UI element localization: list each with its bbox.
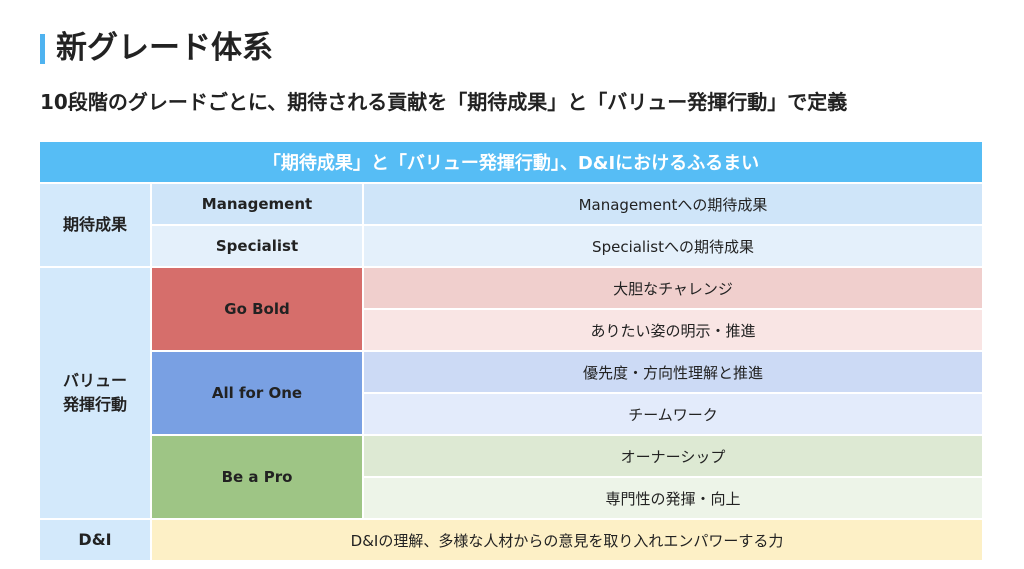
category-values-line1: バリュー (62, 371, 127, 390)
table-row: チームワーク (39, 392, 985, 436)
page-title: 新グレード体系 (56, 30, 273, 66)
table-row: D&I D&Iの理解、多様な人材からの意見を取り入れエンパワーする力 (38, 518, 985, 562)
table-row: Specialist Specialistへの期待成果 (39, 224, 985, 268)
role-specialist-description: Specialistへの期待成果 (361, 224, 985, 268)
role-management: Management (150, 182, 364, 226)
value-be-a-pro-item-1: オーナーシップ (361, 434, 985, 478)
di-description: D&Iの理解、多様な人材からの意見を取り入れエンパワーする力 (149, 518, 985, 562)
category-di: D&I (38, 518, 152, 562)
category-values-line2: 発揮行動 (62, 395, 127, 414)
table-header-row: 「期待成果」と「バリュー発揮行動」、D&Iにおけるふるまい (37, 140, 985, 184)
table-header: 「期待成果」と「バリュー発揮行動」、D&Iにおけるふるまい (37, 140, 985, 184)
table-row: All for One 優先度・方向性理解と推進 (39, 350, 985, 436)
page-subtitle: 10段階のグレードごとに、期待される貢献を「期待成果」と「バリュー発揮行動」で定… (40, 90, 848, 114)
table-row: 専門性の発揮・向上 (39, 476, 985, 520)
role-specialist: Specialist (150, 224, 364, 268)
value-go-bold-item-2: ありたい姿の明示・推進 (361, 308, 985, 352)
value-all-for-one-item-2: チームワーク (361, 392, 985, 436)
value-all-for-one-item-1: 優先度・方向性理解と推進 (361, 350, 985, 394)
table-row: バリュー 発揮行動 Go Bold 大胆なチャレンジ (38, 266, 985, 520)
value-be-a-pro-item-2: 専門性の発揮・向上 (361, 476, 985, 520)
value-go-bold-item-1: 大胆なチャレンジ (361, 266, 985, 310)
table-row: 期待成果 Management Managementへの期待成果 (38, 182, 985, 268)
title-accent-bar (40, 34, 45, 64)
table-row: Be a Pro オーナーシップ (39, 434, 985, 520)
value-go-bold: Go Bold (150, 266, 364, 352)
value-be-a-pro: Be a Pro (150, 434, 364, 520)
category-outcomes: 期待成果 (38, 182, 152, 268)
category-values: バリュー 発揮行動 (38, 266, 152, 520)
value-all-for-one: All for One (150, 350, 364, 436)
grade-system-table: 「期待成果」と「バリュー発揮行動」、D&Iにおけるふるまい 期待成果 Manag… (37, 140, 985, 562)
table-row: ありたい姿の明示・推進 (39, 308, 985, 352)
role-management-description: Managementへの期待成果 (361, 182, 985, 226)
